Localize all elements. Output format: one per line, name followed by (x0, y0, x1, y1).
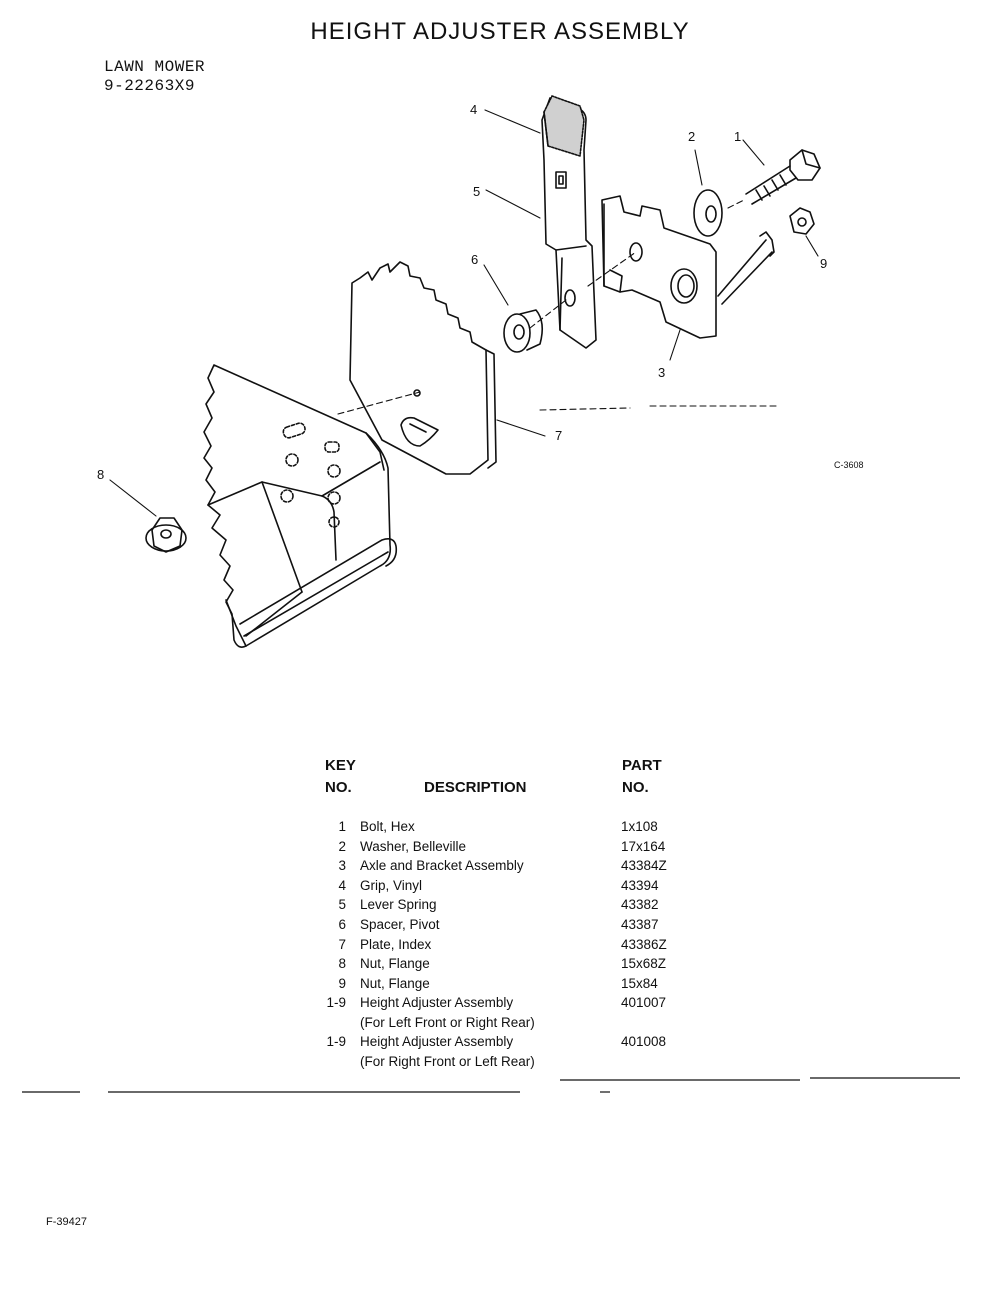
key-number: 2 (338, 838, 346, 854)
belleville-washer (693, 189, 723, 237)
table-row: 1 Bolt, Hex 1x108 (300, 819, 720, 839)
part-number: 401007 (621, 995, 667, 1011)
axle-bracket (601, 195, 775, 339)
index-plate (349, 261, 497, 475)
part-number: 401008 (621, 1034, 667, 1050)
table-row: 8 Nut, Flange 15x68Z (300, 956, 720, 976)
vinyl-grip (543, 95, 585, 157)
header-key-top: KEY (325, 757, 356, 774)
table-row: 1-9 Height Adjuster Assembly (For Left F… (300, 995, 720, 1034)
key-number: 1-9 (326, 995, 346, 1011)
part-number: 43394 (621, 877, 659, 893)
exploded-diagram: 1 2 3 4 5 6 7 8 9 (97, 95, 827, 648)
key-number: 1-9 (326, 1034, 346, 1050)
page-title: HEIGHT ADJUSTER ASSEMBLY (310, 18, 690, 45)
spacer-pivot (503, 309, 544, 353)
key-number: 4 (338, 877, 346, 893)
part-note: (For Right Front or Left Rear) (360, 1053, 535, 1069)
key-number: 5 (338, 897, 346, 913)
part-number: 43384Z (621, 858, 667, 874)
hex-bolt (745, 149, 821, 205)
diagram-ref-code: C-3608 (834, 460, 864, 470)
flange-nut-9 (789, 207, 815, 235)
table-row: 7 Plate, Index 43386Z (300, 937, 720, 957)
part-description: Height Adjuster Assembly (360, 1034, 514, 1050)
deck-section (203, 364, 398, 648)
key-number: 1 (338, 819, 346, 834)
part-number: 43382 (621, 897, 659, 913)
table-row: 2 Washer, Belleville 17x164 (300, 839, 720, 859)
part-description: Axle and Bracket Assembly (360, 858, 524, 874)
callout-5: 5 (473, 184, 480, 199)
callout-1: 1 (734, 129, 741, 144)
leader-lines (109, 109, 819, 517)
part-number: 43386Z (621, 936, 667, 952)
part-number: 15x68Z (621, 956, 667, 972)
part-note: (For Left Front or Right Rear) (360, 1014, 535, 1030)
table-row: 5 Lever Spring 43382 (300, 897, 720, 917)
callout-3: 3 (658, 365, 665, 380)
part-description: Lever Spring (360, 897, 437, 913)
part-description: Nut, Flange (360, 956, 430, 972)
callout-7: 7 (555, 428, 562, 443)
assembly-lines (337, 199, 781, 415)
part-description: Nut, Flange (360, 975, 430, 991)
table-row: 1-9 Height Adjuster Assembly (For Right … (300, 1034, 720, 1073)
header-part-top: PART (622, 757, 662, 774)
part-description: Grip, Vinyl (360, 877, 423, 893)
part-number: 1x108 (621, 819, 658, 834)
part-number: 43387 (621, 916, 659, 932)
part-number: 17x164 (621, 838, 666, 854)
key-number: 8 (338, 956, 346, 972)
part-description: Washer, Belleville (360, 838, 467, 854)
model-type: LAWN MOWER (104, 58, 206, 76)
callout-6: 6 (471, 252, 478, 267)
parts-list: 1 Bolt, Hex 1x108 2 Washer, Belleville 1… (300, 819, 720, 1073)
separator-line (22, 1077, 960, 1093)
part-description: Plate, Index (360, 936, 432, 952)
part-description: Bolt, Hex (360, 819, 415, 834)
header-description: DESCRIPTION (424, 779, 527, 796)
header-part-bottom: NO. (622, 779, 649, 796)
table-row: 9 Nut, Flange 15x84 (300, 976, 720, 996)
callout-2: 2 (688, 129, 695, 144)
table-row: 3 Axle and Bracket Assembly 43384Z (300, 858, 720, 878)
callout-4: 4 (470, 102, 477, 117)
table-row: 4 Grip, Vinyl 43394 (300, 878, 720, 898)
part-number: 15x84 (621, 975, 658, 991)
key-number: 7 (338, 936, 346, 952)
header-key-bottom: NO. (325, 779, 352, 796)
key-number: 9 (338, 975, 346, 991)
key-number: 3 (338, 858, 346, 874)
table-row: 6 Spacer, Pivot 43387 (300, 917, 720, 937)
form-code: F-39427 (46, 1216, 87, 1228)
callout-9: 9 (820, 256, 827, 271)
part-description: Spacer, Pivot (360, 916, 440, 932)
part-description: Height Adjuster Assembly (360, 995, 514, 1011)
flange-nut-8 (145, 517, 187, 553)
key-number: 6 (338, 916, 346, 932)
callout-8: 8 (97, 467, 104, 482)
model-number: 9-22263X9 (104, 77, 195, 95)
